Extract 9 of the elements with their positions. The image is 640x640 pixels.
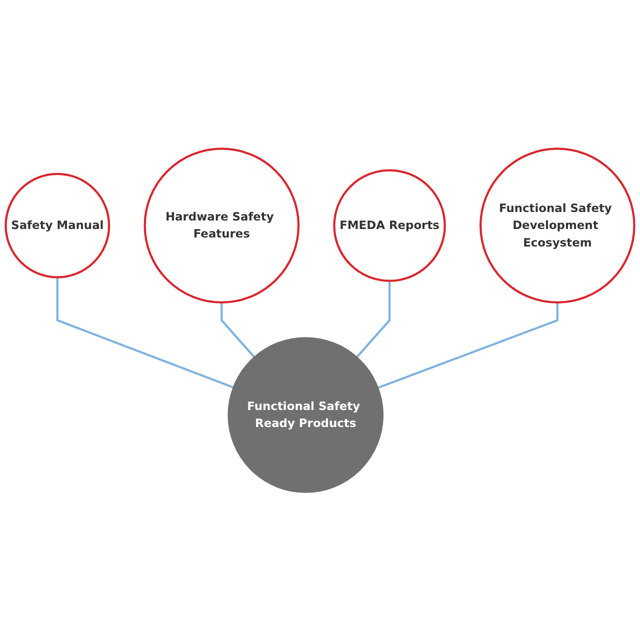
- connector: [356, 280, 391, 358]
- node-circle: Functional Safety Development Ecosystem: [480, 147, 636, 304]
- connector: [220, 302, 256, 358]
- node-circle: Functional Safety Ready Products: [228, 336, 384, 493]
- connector: [56, 276, 234, 388]
- node-circle: FMEDA Reports: [333, 168, 446, 282]
- connector: [377, 302, 558, 389]
- node-circle: Safety Manual: [4, 172, 110, 278]
- node-circle: Hardware Safety Features: [144, 147, 300, 304]
